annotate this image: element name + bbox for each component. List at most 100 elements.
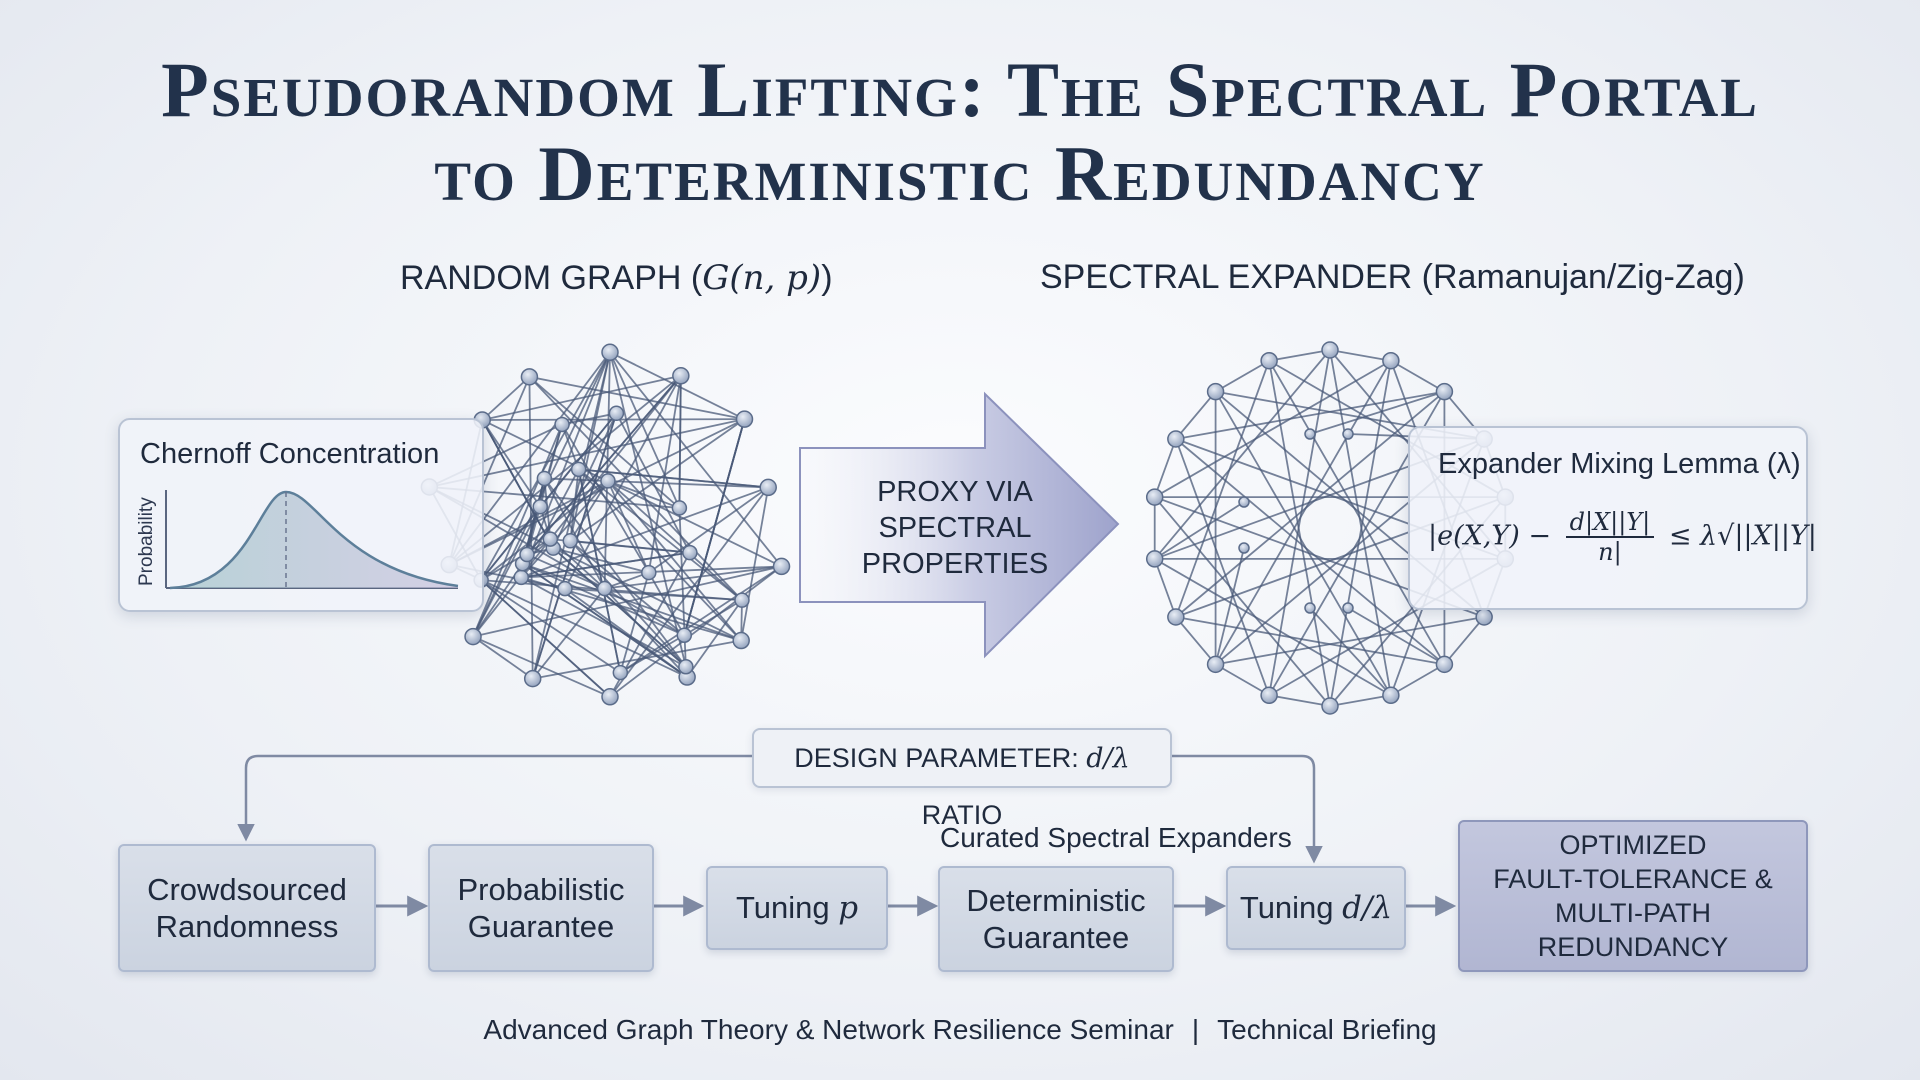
design-param-connector-right bbox=[1168, 754, 1323, 864]
random-graph-edge bbox=[522, 562, 688, 678]
expander-graph-node bbox=[1382, 686, 1400, 705]
design-parameter-math: d/λ bbox=[1086, 743, 1130, 774]
random-graph-edge bbox=[678, 375, 682, 508]
tuning-p-box: Tuning p bbox=[706, 866, 888, 950]
expander-graph-edge bbox=[1268, 349, 1331, 362]
random-graph-node bbox=[536, 470, 553, 487]
random-graph-edge bbox=[603, 587, 688, 678]
random-graph-edge bbox=[683, 418, 746, 636]
expander-graph-node bbox=[1321, 697, 1339, 715]
random-graph-edge bbox=[528, 376, 680, 509]
design-parameter-box: DESIGN PARAMETER: d/λ RATIO bbox=[752, 728, 1172, 830]
random-graph-node bbox=[519, 546, 535, 563]
expander-graph-edge bbox=[1154, 558, 1392, 697]
curated-spectral-expanders-label: Curated Spectral Expanders bbox=[940, 822, 1292, 853]
expander-graph-edge bbox=[1329, 349, 1392, 362]
footer-separator: | bbox=[1191, 1014, 1200, 1045]
random-graph-node bbox=[596, 580, 613, 597]
random-graph-node bbox=[532, 498, 548, 515]
random-graph-edge bbox=[472, 538, 552, 638]
random-graph-node bbox=[557, 580, 573, 597]
footer: Advanced Graph Theory & Network Resilien… bbox=[0, 1014, 1920, 1046]
random-graph-edge bbox=[520, 480, 609, 578]
random-graph-node bbox=[570, 461, 587, 478]
random-graph-edge bbox=[569, 469, 580, 541]
expander-graph-edge bbox=[1268, 694, 1331, 707]
expander-graph-edge bbox=[1175, 438, 1445, 666]
spectral-expander-label: SPECTRAL EXPANDER (Ramanujan/Zig-Zag) bbox=[1040, 258, 1745, 296]
random-graph-edge bbox=[480, 579, 621, 674]
expander-graph-node bbox=[1304, 428, 1316, 440]
random-graph-edge bbox=[529, 375, 745, 421]
random-graph-edge bbox=[481, 376, 531, 421]
mixing-lemma-card: Expander Mixing Lemma (λ) |e(X,Y) − d|X|… bbox=[1408, 426, 1817, 610]
expander-graph-edge bbox=[1175, 438, 1270, 696]
expander-graph-edge bbox=[1268, 360, 1331, 707]
random-graph-edge bbox=[472, 635, 534, 680]
expander-graph-edge bbox=[1390, 359, 1445, 393]
random-graph-edge bbox=[569, 418, 746, 542]
expander-graph-node bbox=[1145, 550, 1164, 568]
random-graph-node bbox=[520, 368, 539, 386]
chernoff-card: Chernoff Concentration Probability bbox=[118, 418, 484, 612]
random-graph-node bbox=[608, 405, 625, 422]
random-graph-node bbox=[641, 564, 657, 581]
random-graph-edge bbox=[648, 572, 686, 636]
expander-graph-node bbox=[1206, 655, 1225, 674]
tuning-d-lambda-math: d/λ bbox=[1342, 890, 1393, 926]
random-graph-edge bbox=[604, 565, 782, 590]
tuning-d-lambda-box: Tuning d/λ bbox=[1226, 866, 1406, 950]
expander-graph-node bbox=[1238, 542, 1250, 554]
expander-graph-edge bbox=[1347, 607, 1445, 666]
random-graph-edge bbox=[482, 374, 682, 421]
expander-graph-node bbox=[1435, 655, 1454, 674]
random-graph-node bbox=[554, 416, 570, 433]
expander-graph-edge bbox=[1153, 558, 1177, 618]
random-graph-edge bbox=[522, 562, 742, 642]
expander-graph-edge bbox=[1309, 607, 1392, 696]
random-graph-edge bbox=[686, 599, 743, 678]
random-graph-edge bbox=[570, 539, 690, 554]
random-graph-edge bbox=[520, 351, 611, 578]
random-graph-edge bbox=[577, 469, 622, 673]
random-graph-edge bbox=[607, 480, 650, 573]
random-graph-edge bbox=[578, 468, 769, 489]
expander-graph-edge bbox=[1329, 360, 1392, 707]
random-graph-edge bbox=[480, 538, 551, 581]
random-graph-edge bbox=[683, 599, 743, 637]
random-graph-edge bbox=[532, 587, 606, 680]
expander-graph-edge bbox=[1443, 616, 1485, 665]
random-graph-edge bbox=[520, 486, 769, 579]
random-graph-node bbox=[601, 343, 619, 362]
random-graph-edge bbox=[609, 351, 783, 567]
expander-graph-edge bbox=[1175, 616, 1217, 665]
expander-graph-edge bbox=[1329, 349, 1392, 696]
random-graph bbox=[420, 343, 791, 706]
random-graph-node bbox=[562, 533, 579, 549]
probability-axis-label: Probability bbox=[136, 497, 157, 586]
expander-graph-node bbox=[1260, 351, 1278, 370]
random-graph-node bbox=[612, 664, 629, 681]
expander-graph-edge bbox=[1175, 390, 1445, 440]
random-graph-node bbox=[682, 544, 698, 561]
chernoff-title: Chernoff Concentration bbox=[140, 438, 440, 470]
random-graph-edge bbox=[448, 563, 688, 678]
expander-graph-edge bbox=[1175, 391, 1217, 440]
random-graph-node bbox=[513, 569, 530, 586]
random-graph-node bbox=[676, 627, 693, 644]
expander-graph-node bbox=[1475, 608, 1493, 626]
expander-graph-node bbox=[1145, 488, 1164, 506]
title-line-2: to Deterministic Redundancy bbox=[434, 130, 1486, 217]
expander-graph-edge bbox=[1214, 547, 1245, 665]
random-graph-node bbox=[542, 531, 559, 547]
expander-graph-edge bbox=[1175, 360, 1270, 618]
footer-briefing: Technical Briefing bbox=[1217, 1014, 1437, 1045]
random-graph-edge bbox=[526, 553, 605, 590]
formula-right: ≤ λ√||X||Y| bbox=[1668, 520, 1817, 552]
formula-numerator: d|X||Y| bbox=[1565, 508, 1655, 538]
formula-fraction: d|X||Y| n| bbox=[1565, 508, 1655, 566]
expander-graph-edge bbox=[1153, 438, 1177, 498]
random-graph-edge bbox=[528, 376, 743, 601]
